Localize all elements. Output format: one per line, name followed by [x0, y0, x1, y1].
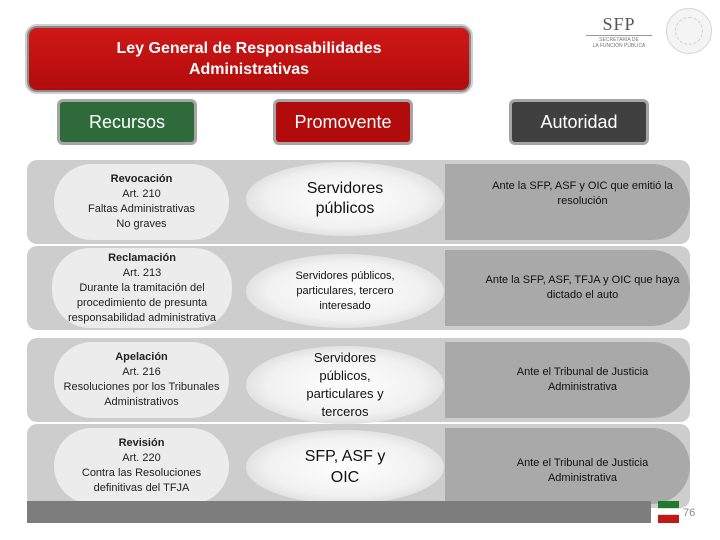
sfp-logo-subtitle-2: LA FUNCIÓN PÚBLICA — [592, 43, 646, 49]
promovente-text: Servidores públicos — [306, 180, 384, 217]
row-band-right-revision — [445, 428, 690, 504]
slide-title: Ley General de Responsabilidades Adminis… — [27, 26, 471, 92]
recurso-article: Art. 220 — [122, 452, 161, 464]
flag-stripe-green — [658, 501, 679, 508]
recurso-description: Durante la tramitación del procedimiento… — [68, 281, 216, 324]
column-header-autoridad: Autoridad — [509, 99, 649, 145]
sfp-logo-subtitle-1: SECRETARÍA DE — [599, 37, 639, 43]
national-seal-icon — [666, 8, 712, 54]
recurso-description: Resoluciones por los Tribunales Administ… — [63, 381, 220, 408]
recurso-title: Apelación — [115, 351, 168, 363]
flag-stripe-red — [658, 515, 679, 523]
row-band-right-reclamacion — [445, 250, 690, 326]
promovente-text: SFP, ASF y OIC — [304, 448, 386, 486]
footer-bar — [27, 501, 651, 523]
sfp-logo-name: SFP — [602, 14, 636, 34]
column-header-autoridad-label: Autoridad — [540, 111, 618, 132]
recurso-article: Art. 213 — [122, 266, 162, 279]
autoridad-apelacion: Ante el Tribunal de Justicia Administrat… — [475, 342, 690, 418]
sfp-logo: SFP SECRETARÍA DE LA FUNCIÓN PÚBLICA — [576, 14, 662, 54]
recurso-apelacion: Apelación Art. 216 Resoluciones por los … — [54, 342, 229, 418]
recurso-revision: Revisión Art. 220 Contra las Resolucione… — [54, 428, 229, 504]
column-header-recursos: Recursos — [57, 99, 197, 145]
slide-title-line1: Ley General de Responsabilidades — [116, 40, 382, 57]
recurso-title: Revocación — [110, 173, 173, 185]
column-header-recursos-label: Recursos — [88, 111, 166, 132]
autoridad-revision: Ante el Tribunal de Justicia Administrat… — [475, 428, 690, 504]
recurso-description-2: No graves — [116, 218, 167, 230]
recurso-description: Faltas Administrativas — [88, 203, 195, 215]
autoridad-reclamacion: Ante la SFP, ASF, TFJA y OIC que haya di… — [475, 250, 690, 326]
row-band-right-apelacion — [445, 342, 690, 418]
recurso-article: Art. 210 — [122, 188, 161, 200]
promovente-revision: SFP, ASF y OIC — [246, 430, 444, 504]
autoridad-text: Ante el Tribunal de Justicia Administrat… — [516, 457, 649, 484]
column-header-promovente: Promovente — [273, 99, 413, 145]
promovente-reclamacion: Servidores públicos, particulares, terce… — [246, 254, 444, 328]
promovente-revocacion: Servidores públicos — [246, 162, 444, 236]
slide-title-line2: Administrativas — [188, 61, 310, 78]
promovente-apelacion: Servidores públicos, particulares y terc… — [246, 346, 444, 424]
recurso-article: Art. 216 — [122, 366, 161, 378]
recurso-reclamacion: Reclamación Art. 213 Durante la tramitac… — [52, 248, 232, 328]
promovente-text: Servidores públicos, particulares y terc… — [306, 350, 384, 419]
autoridad-text: Ante el Tribunal de Justicia Administrat… — [516, 366, 649, 393]
autoridad-revocacion: Ante la SFP, ASF y OIC que emitió la res… — [475, 164, 690, 240]
autoridad-text: Ante la SFP, ASF, TFJA y OIC que haya di… — [485, 274, 680, 301]
recurso-title: Reclamación — [108, 251, 176, 264]
page-number: 76 — [683, 507, 696, 519]
autoridad-text: Ante la SFP, ASF y OIC que emitió la res… — [492, 180, 673, 207]
recurso-title: Revisión — [118, 437, 165, 449]
promovente-text: Servidores públicos, particulares, terce… — [295, 269, 395, 312]
column-header-promovente-label: Promovente — [294, 111, 392, 132]
row-band-right-revocacion — [445, 164, 690, 240]
logo-divider — [586, 35, 652, 36]
recurso-revocacion: Revocación Art. 210 Faltas Administrativ… — [54, 164, 229, 240]
flag-stripe-white — [658, 508, 679, 515]
recurso-description: Contra las Resoluciones definitivas del … — [81, 467, 202, 494]
